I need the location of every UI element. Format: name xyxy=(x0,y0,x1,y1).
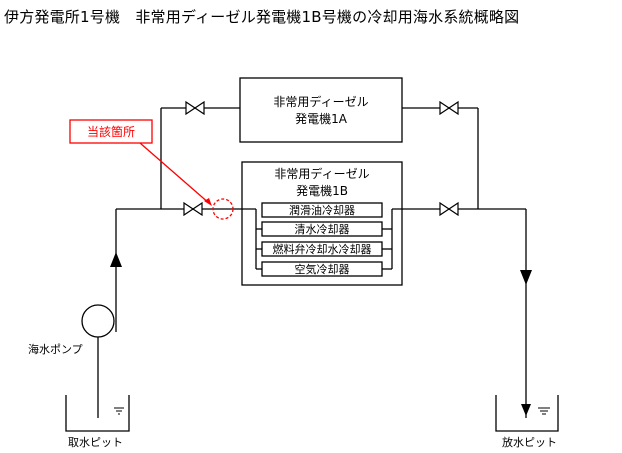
discharge-pit-label: 放水ピット xyxy=(502,436,557,449)
generator-1a-unit: 発電機1A xyxy=(295,112,347,126)
pump-label: 海水ポンプ xyxy=(28,343,83,356)
callout-label: 当該箇所 xyxy=(86,125,135,139)
generator-1a-box xyxy=(239,77,403,143)
cooler-lube-oil: 潤滑油冷却器 xyxy=(289,204,355,217)
diagram-title: 伊方発電所1号機 非常用ディーゼル発電機1B号機の冷却用海水系統概略図 xyxy=(4,8,520,26)
arrow-down-discharge-pit xyxy=(521,404,531,416)
highlight-circle xyxy=(212,198,234,220)
cooler-fresh-water: 清水冷却器 xyxy=(294,223,350,236)
valve-1b-outlet xyxy=(439,201,459,217)
intake-pit-label: 取水ピット xyxy=(68,436,123,449)
valve-1b-inlet xyxy=(183,201,203,217)
generator-1b-box xyxy=(241,161,403,286)
cooler-fresh-water-box xyxy=(261,221,383,237)
callout-leader xyxy=(139,142,211,205)
arrow-down-discharge xyxy=(520,270,532,285)
intake-pit xyxy=(65,395,130,432)
valve-1a-inlet xyxy=(185,100,205,116)
callout-arrowhead xyxy=(204,198,212,206)
cooler-air-box xyxy=(261,261,383,277)
seawater-pump xyxy=(81,304,115,338)
cooler-fuel-valve-water: 燃料弁冷却水冷却器 xyxy=(272,243,372,256)
valve-1a-outlet xyxy=(439,100,459,116)
callout-box xyxy=(69,119,153,144)
cooler-fuel-valve-box xyxy=(261,241,383,257)
generator-1a-name: 非常用ディーゼル xyxy=(273,95,369,109)
generator-1b-unit: 発電機1B xyxy=(296,184,348,198)
cooler-lube-oil-box xyxy=(261,202,383,218)
generator-1b-name: 非常用ディーゼル xyxy=(274,167,370,181)
discharge-pit xyxy=(495,395,559,432)
arrow-up-supply xyxy=(110,252,122,267)
cooler-air: 空気冷却器 xyxy=(294,263,350,276)
